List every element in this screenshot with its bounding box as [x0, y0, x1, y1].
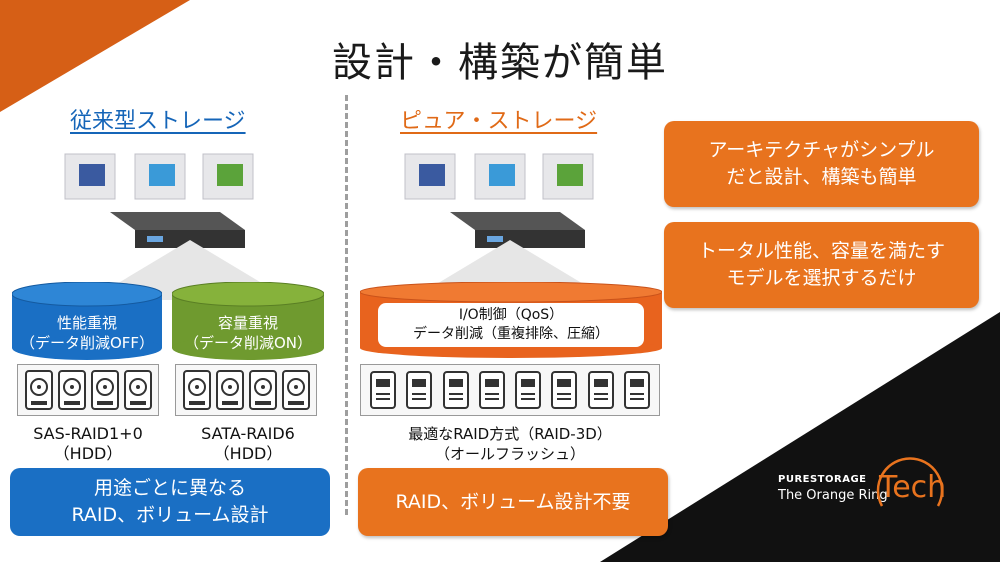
callout-2-line1: トータル性能、容量を満たす: [697, 240, 945, 262]
flash-module-icon: [406, 371, 433, 409]
flash-module-icon: [587, 371, 614, 409]
performance-cylinder: [12, 282, 162, 360]
slide-title: 設計・構築が簡単: [332, 40, 668, 86]
capacity-cylinder-line2: （データ削減ON）: [183, 334, 313, 352]
caption-raid3d-line2: （オールフラッシュ）: [434, 445, 585, 463]
performance-cylinder-label: 性能重視 （データ削減OFF）: [12, 313, 162, 353]
hdd-icon: [182, 370, 211, 410]
capacity-cylinder-label: 容量重視 （データ削減ON）: [172, 313, 324, 353]
hdd-icon: [24, 370, 53, 410]
flash-module-group: [360, 364, 660, 416]
flash-module-icon: [623, 371, 650, 409]
legacy-summary-line1: 用途ごとに異なる: [93, 477, 246, 499]
caption-sata-line2: （HDD）: [213, 444, 283, 463]
hdd-icon: [57, 370, 86, 410]
hdd-icon: [281, 370, 310, 410]
qos-label-box: I/O制御（QoS） データ削減（重複排除、圧縮）: [378, 303, 644, 347]
flash-module-icon: [551, 371, 578, 409]
virtual-servers-icon: [404, 153, 594, 248]
heading-pure-storage: ピュア・ストレージ: [400, 109, 598, 134]
callout-2-line2: モデルを選択するだけ: [726, 267, 917, 289]
orange-ring-logo: [876, 457, 944, 507]
brand-tagline: The Orange Ring: [778, 488, 888, 503]
brand-name: PURESTORAGE: [778, 474, 867, 485]
hdd-group-sata: [175, 364, 317, 416]
virtual-servers-icon: [64, 153, 254, 248]
performance-cylinder-line1: 性能重視: [56, 314, 117, 332]
caption-sata-line1: SATA-RAID6: [201, 424, 295, 443]
caption-sas-line2: （HDD）: [53, 444, 123, 463]
pure-summary-text: RAID、ボリューム設計不要: [395, 490, 631, 513]
hdd-group-sas: [17, 364, 159, 416]
performance-cylinder-line2: （データ削減OFF）: [19, 334, 155, 352]
caption-raid3d-line1: 最適なRAID方式（RAID-3D）: [408, 425, 612, 443]
legacy-summary-box: 用途ごとに異なる RAID、ボリューム設計: [10, 468, 330, 536]
capacity-cylinder-line1: 容量重視: [217, 314, 278, 332]
callout-simple-architecture: アーキテクチャがシンプル だと設計、構築も簡単: [664, 121, 979, 207]
legacy-summary-line2: RAID、ボリューム設計: [71, 504, 269, 526]
capacity-cylinder: [172, 282, 324, 360]
flash-module-icon: [442, 371, 469, 409]
hdd-icon: [90, 370, 119, 410]
flash-module-icon: [370, 371, 397, 409]
hdd-icon: [248, 370, 277, 410]
callout-select-model: トータル性能、容量を満たす モデルを選択するだけ: [664, 222, 979, 308]
caption-sas: SAS-RAID1+0 （HDD）: [12, 424, 164, 464]
caption-sas-line1: SAS-RAID1+0: [33, 424, 143, 443]
pure-summary-box: RAID、ボリューム設計不要: [358, 468, 668, 536]
callout-1-line1: アーキテクチャがシンプル: [708, 139, 935, 161]
flash-module-icon: [478, 371, 505, 409]
caption-raid3d: 最適なRAID方式（RAID-3D） （オールフラッシュ）: [360, 424, 660, 464]
qos-line1: I/O制御（QoS）: [458, 307, 564, 323]
caption-sata: SATA-RAID6 （HDD）: [172, 424, 324, 464]
hdd-icon: [123, 370, 152, 410]
flash-module-icon: [515, 371, 542, 409]
brand-tech-word: Tech: [879, 470, 947, 505]
hdd-icon: [215, 370, 244, 410]
heading-legacy-storage: 従来型ストレージ: [70, 109, 246, 134]
corner-decoration-top-left: [0, 0, 190, 112]
qos-line2: データ削減（重複排除、圧縮）: [413, 326, 609, 342]
callout-1-line2: だと設計、構築も簡単: [726, 166, 917, 188]
section-divider: [345, 95, 348, 515]
